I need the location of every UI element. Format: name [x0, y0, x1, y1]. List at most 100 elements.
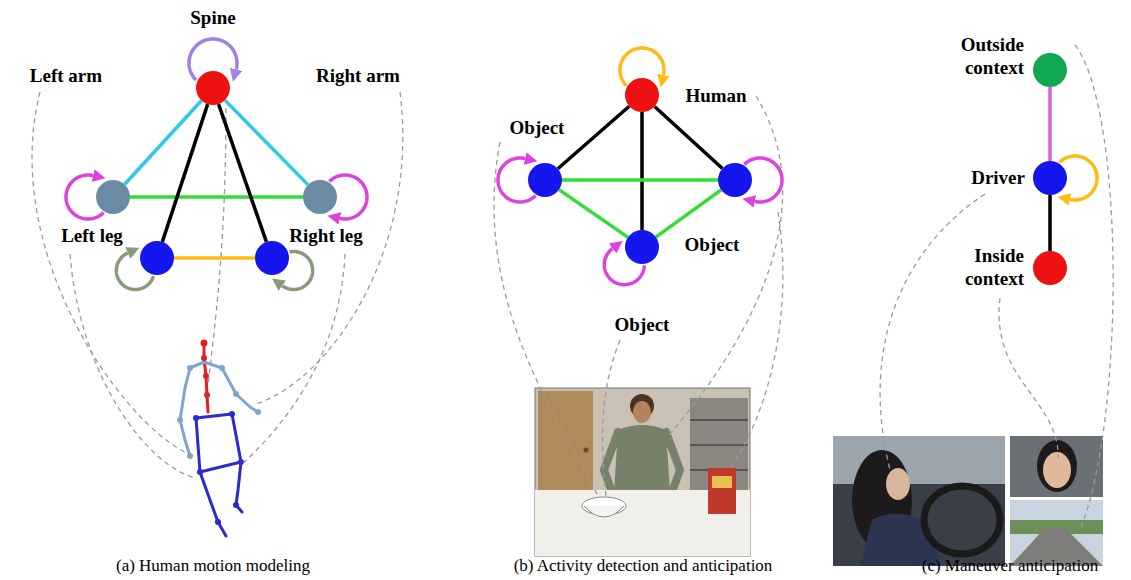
kitchen-photo-part: [690, 419, 748, 421]
leader-lines-part: [208, 108, 226, 386]
graph-node: Right leg: [255, 241, 289, 275]
skeleton-figure-part-part: [201, 340, 208, 347]
graph-node: Object: [528, 163, 562, 197]
skeleton-figure-part-part: [233, 391, 239, 397]
graph-node: Outside context: [1033, 53, 1067, 87]
graph-edge: [558, 106, 629, 169]
graph-edge: [1048, 195, 1052, 251]
skeleton-figure-part-part: [229, 411, 235, 417]
graph-node: Spine: [196, 71, 230, 105]
node-label: Right leg: [289, 225, 362, 248]
kitchen-photo-part: [708, 468, 736, 514]
graph-edge: [225, 100, 308, 185]
leader-lines-part: [668, 96, 783, 436]
leader-lines-part: [880, 194, 985, 470]
car-photos-part: [1043, 452, 1071, 488]
kitchen-photo-part: [538, 391, 593, 501]
skeleton-figure-part-part: [204, 392, 210, 398]
graph-node: Driver: [1033, 161, 1067, 195]
leader-lines-part: [70, 254, 196, 478]
kitchen-photo-part: [712, 476, 732, 488]
skeleton-figure-part: [200, 472, 226, 536]
graph-node: Left leg: [140, 241, 174, 275]
kitchen-photo: [535, 388, 750, 556]
skeleton-figure-part-part: [187, 453, 193, 459]
skeleton-figure-part-part: [187, 365, 193, 371]
skeleton-figure-part-part: [233, 502, 239, 508]
node-label: Right arm: [316, 65, 400, 88]
skeleton-figure-part-part: [219, 365, 225, 371]
graph-edge: [1048, 87, 1052, 161]
leader-lines-part: [494, 142, 598, 496]
node-label: Left arm: [30, 65, 102, 88]
skeleton-figure: [177, 340, 261, 537]
kitchen-photo-part: [604, 432, 618, 492]
leader-lines-part: [256, 92, 403, 404]
skeleton-figure-part-part: [238, 459, 244, 465]
skeleton-figure-part-part: [215, 519, 221, 525]
graph-edge: [655, 106, 723, 168]
skeleton-figure-part: [177, 365, 261, 459]
skeleton-figure-part-part: [197, 469, 203, 475]
graph-edge: [559, 190, 628, 238]
skeleton-figure-part: [180, 362, 204, 456]
node-label: Object: [510, 117, 565, 140]
node-label: Object: [685, 234, 740, 257]
graph-edge: [130, 195, 303, 199]
car-photos-part: [886, 468, 910, 500]
node-label: Inside context: [965, 245, 1024, 291]
kitchen-photo-part: [584, 506, 624, 517]
leader-lines-part: [999, 298, 1058, 458]
kitchen-photo-part: [690, 398, 748, 490]
node-label: Spine: [190, 7, 235, 30]
graph-node: Object: [718, 163, 752, 197]
graph-node: Human: [625, 78, 659, 112]
kitchen-photo-part: [535, 388, 750, 556]
graph-node: Object: [625, 230, 659, 264]
skeleton-figure-part: [196, 414, 241, 472]
kitchen-photo-part: [633, 401, 651, 423]
kitchen-photo-part: [614, 425, 670, 492]
graph-edge: [640, 112, 644, 230]
node-label: Outside context: [961, 34, 1024, 80]
figure-caption: (a) Human motion modeling: [116, 556, 310, 576]
figure-caption: (c) Maneuver anticipation: [922, 556, 1099, 576]
skeleton-figure-part: [201, 340, 211, 399]
leader-lines-part: [1075, 45, 1113, 530]
leader-lines: [32, 45, 1113, 530]
graph-node: Inside context: [1033, 251, 1067, 285]
graph-edge: [174, 256, 255, 260]
skeleton-figure-part: [204, 343, 208, 412]
kitchen-photo-part: [666, 432, 680, 492]
node-label: Human: [685, 85, 746, 108]
leader-lines-part: [240, 254, 345, 466]
skeleton-figure-part: [204, 362, 258, 412]
graph-edge: [656, 190, 721, 237]
node-label: Driver: [971, 167, 1025, 190]
car-photos-part: [833, 436, 1005, 566]
kitchen-photo-part: [584, 448, 589, 453]
car-photos-part: [1010, 436, 1103, 497]
node-label: Object: [615, 314, 670, 337]
skeleton-figure-part-part: [201, 355, 207, 361]
leader-lines-part: [603, 340, 620, 496]
car-photos-part: [924, 486, 1000, 554]
skeleton-figure-part-part: [193, 415, 199, 421]
skeleton-figure-part: [193, 411, 244, 525]
car-photos: [833, 436, 1103, 566]
kitchen-photo-part: [690, 444, 748, 446]
skeleton-figure-part-part: [203, 373, 209, 379]
skeleton-figure-part-part: [255, 409, 261, 415]
graph-edge: [162, 104, 207, 242]
graph-edge: [219, 104, 267, 242]
graph-node: Right arm: [303, 180, 337, 214]
skeleton-figure-part-part: [177, 417, 183, 423]
graph-edge: [124, 101, 201, 185]
node-label: Left leg: [61, 225, 123, 248]
figure-caption: (b) Activity detection and anticipation: [514, 556, 773, 576]
